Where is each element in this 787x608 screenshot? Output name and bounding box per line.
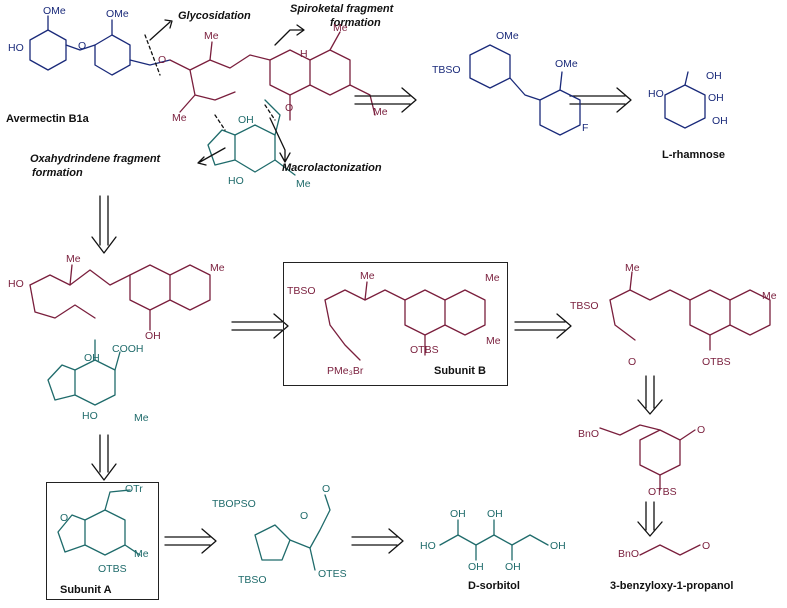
benzyloxypropanal-structure [639, 544, 701, 556]
atom-pme3br: PMe₃Br [327, 365, 364, 377]
spiroketal-annotation-line1: Spiroketal fragment [290, 3, 394, 15]
retro-arrows [91, 87, 663, 554]
disaccharide-fluoride [469, 44, 581, 136]
atom-me: Me [333, 22, 348, 34]
atom-me: Me [210, 262, 225, 274]
atom-h: H [300, 48, 308, 60]
avermectin-oxahydrindene [207, 99, 296, 176]
atom-otbs: OTBS [702, 356, 731, 368]
atom-oh: OH [450, 508, 466, 520]
atom-oh: OH [84, 352, 100, 364]
atom-o: O [300, 510, 309, 522]
subunit-b-box [283, 262, 508, 386]
atom-otes: OTES [318, 568, 347, 580]
atom-ome: OMe [43, 5, 66, 17]
atom-ho: HO [82, 410, 98, 422]
atom-cooh: COOH [112, 343, 144, 355]
tbopso-fragment [254, 494, 331, 571]
atom-o: O [78, 40, 87, 52]
atom-tbso: TBSO [238, 574, 267, 586]
atom-o: O [60, 512, 69, 524]
d-sorbitol-label: D-sorbitol [468, 580, 520, 592]
disconnection-lines [144, 34, 276, 131]
avermectin-macrocycle [169, 31, 376, 121]
atom-otbs: OTBS [410, 344, 439, 356]
atom-o: O [285, 102, 294, 114]
atom-otr: OTr [125, 483, 143, 495]
atom-otbs: OTBS [98, 563, 127, 575]
atom-me: Me [204, 30, 219, 42]
oxahydrindene-annotation-line2: formation [32, 167, 83, 179]
subunit-a-label: Subunit A [60, 584, 112, 596]
atom-o: O [628, 356, 637, 368]
atom-me: Me [134, 412, 149, 424]
atom-me: Me [625, 262, 640, 274]
subunit-b-structure [324, 281, 486, 361]
subunit-a-box [46, 482, 159, 600]
atom-oh: OH [712, 115, 728, 127]
atom-f: F [582, 122, 589, 134]
atom-o: O [697, 424, 706, 436]
atom-tbopso: TBOPSO [212, 498, 256, 510]
macrolactonization-annotation: Macrolactonization [282, 162, 382, 174]
atom-otbs: OTBS [648, 486, 677, 498]
seco-acid-chain [29, 264, 211, 331]
atom-ho: HO [648, 88, 664, 100]
atom-ho: HO [8, 278, 24, 290]
atom-tbso: TBSO [570, 300, 599, 312]
avermectin-disaccharide [29, 15, 171, 76]
atom-ome: OMe [555, 58, 578, 70]
atom-me: Me [172, 112, 187, 124]
atom-oh: OH [145, 330, 161, 342]
atom-me: Me [373, 106, 388, 118]
subunit-a-structure [57, 489, 141, 556]
benzyloxy-propanol-label: 3-benzyloxy-1-propanol [610, 580, 734, 592]
atom-me: Me [360, 270, 375, 282]
annotation-arrows [149, 19, 305, 166]
aldehyde-fragment [609, 271, 771, 351]
seco-acid-oxahydrindene [47, 339, 121, 406]
atom-bno: BnO [578, 428, 600, 440]
l-rhamnose-label: L-rhamnose [662, 149, 725, 161]
atom-bno: BnO [618, 548, 640, 560]
atom-oh: OH [708, 92, 724, 104]
atom-ho: HO [8, 42, 24, 54]
lactone-structure [599, 424, 696, 491]
atom-oh: OH [468, 561, 484, 573]
l-rhamnose-structure [664, 71, 706, 129]
atom-oh: OH [505, 561, 521, 573]
d-sorbitol-structure [439, 519, 549, 561]
atom-ome: OMe [106, 8, 129, 20]
glycosidation-annotation: Glycosidation [178, 10, 251, 22]
atom-ho: HO [420, 540, 436, 552]
atom-me: Me [134, 548, 149, 560]
atom-me: Me [486, 335, 501, 347]
atom-oh: OH [487, 508, 503, 520]
atom-tbso: TBSO [287, 285, 316, 297]
atom-me: Me [66, 253, 81, 265]
avermectin-label: Avermectin B1a [6, 113, 89, 125]
atom-me: Me [296, 178, 311, 190]
atom-ho: HO [228, 175, 244, 187]
atom-me: Me [762, 290, 777, 302]
atom-ome: OMe [496, 30, 519, 42]
atom-oh: OH [550, 540, 566, 552]
atom-tbso: TBSO [432, 64, 461, 76]
spiroketal-annotation-line2: formation [330, 17, 381, 29]
atom-o: O [158, 54, 167, 66]
atom-o: O [322, 483, 331, 495]
atom-oh: OH [238, 114, 254, 126]
atom-o: O [702, 540, 711, 552]
oxahydrindene-annotation-line1: Oxahydrindene fragment [30, 153, 161, 165]
subunit-b-label: Subunit B [434, 365, 486, 377]
atom-oh: OH [706, 70, 722, 82]
atom-me: Me [485, 272, 500, 284]
